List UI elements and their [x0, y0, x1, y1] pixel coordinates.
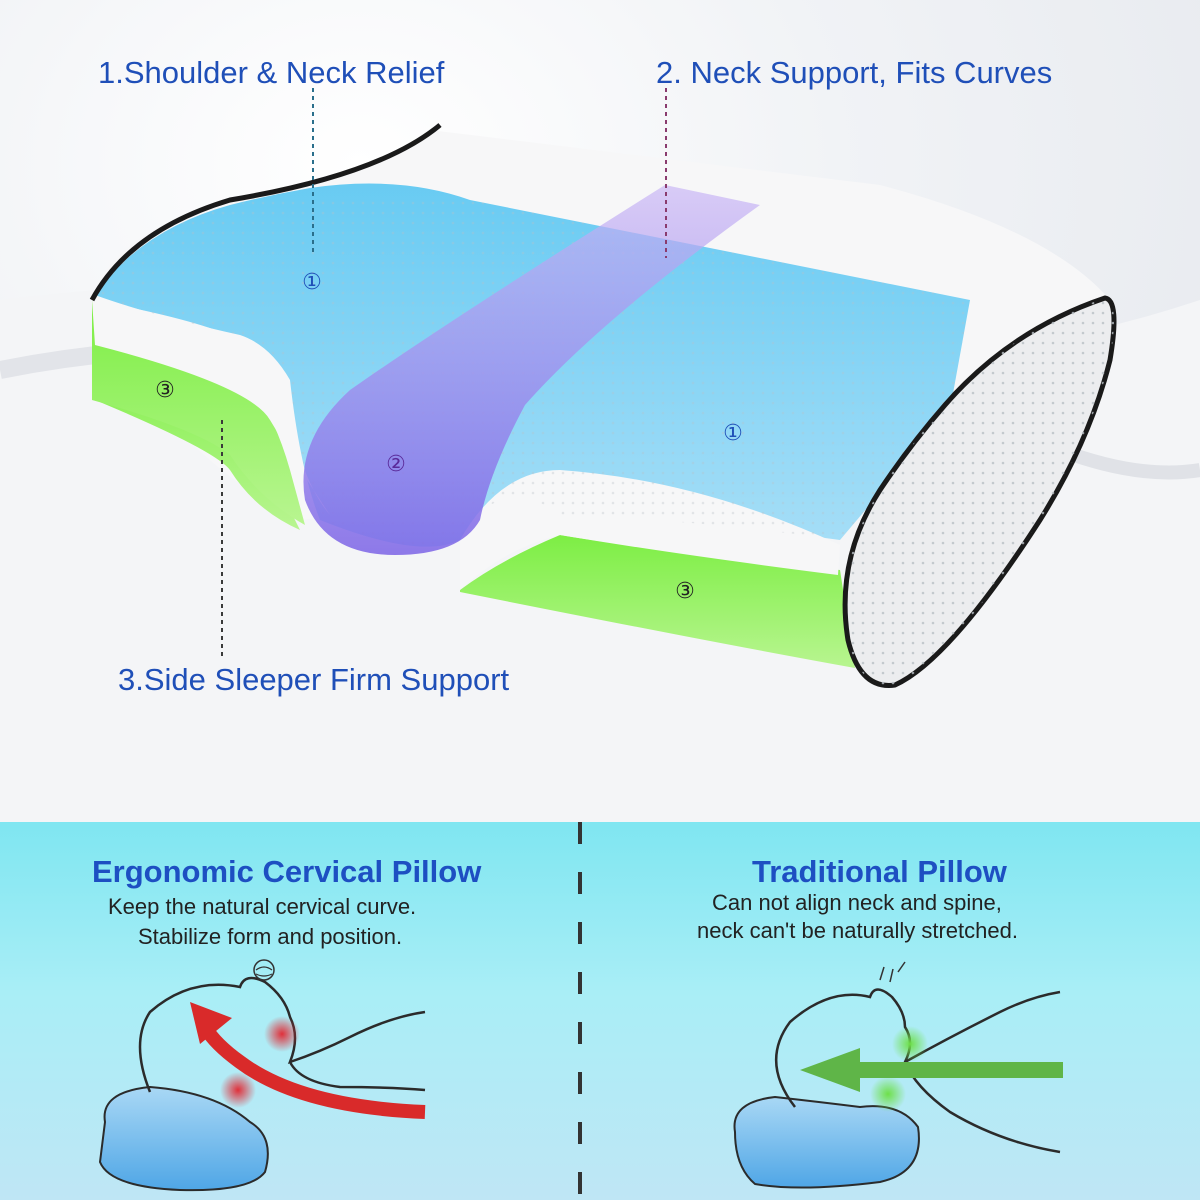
traditional-line-2: neck can't be naturally stretched.	[697, 918, 1018, 943]
traditional-title: Traditional Pillow	[752, 854, 1007, 889]
side-sleeper-callout: 3.Side Sleeper Firm Support	[118, 662, 510, 697]
zone-2-marker: ②	[386, 451, 406, 477]
ergonomic-title: Ergonomic Cervical Pillow	[92, 854, 482, 889]
shoulder-neck-callout: 1.Shoulder & Neck Relief	[98, 55, 445, 90]
traditional-line-1: Can not align neck and spine,	[712, 890, 1002, 915]
neck-support-callout: 2. Neck Support, Fits Curves	[656, 55, 1053, 90]
ergonomic-line-2: Stabilize form and position.	[138, 924, 403, 949]
zone-3-marker: ③	[155, 377, 175, 403]
ergonomic-illustration	[98, 959, 426, 1192]
ergonomic-line-1: Keep the natural cervical curve.	[108, 894, 417, 919]
zone-1-marker: ①	[723, 420, 743, 446]
zone-1-marker: ①	[302, 269, 322, 295]
dashed-divider	[578, 822, 582, 1200]
traditional-illustration	[733, 961, 1063, 1189]
zone-3-marker: ③	[675, 578, 695, 604]
sleep-posture-illustrations	[98, 959, 1063, 1192]
comparison-panel: Ergonomic Cervical Pillow Keep the natur…	[0, 822, 1200, 1200]
product-illustration: 1.Shoulder & Neck Relief 2. Neck Support…	[0, 0, 1200, 822]
pillow-graphic	[0, 88, 1200, 688]
